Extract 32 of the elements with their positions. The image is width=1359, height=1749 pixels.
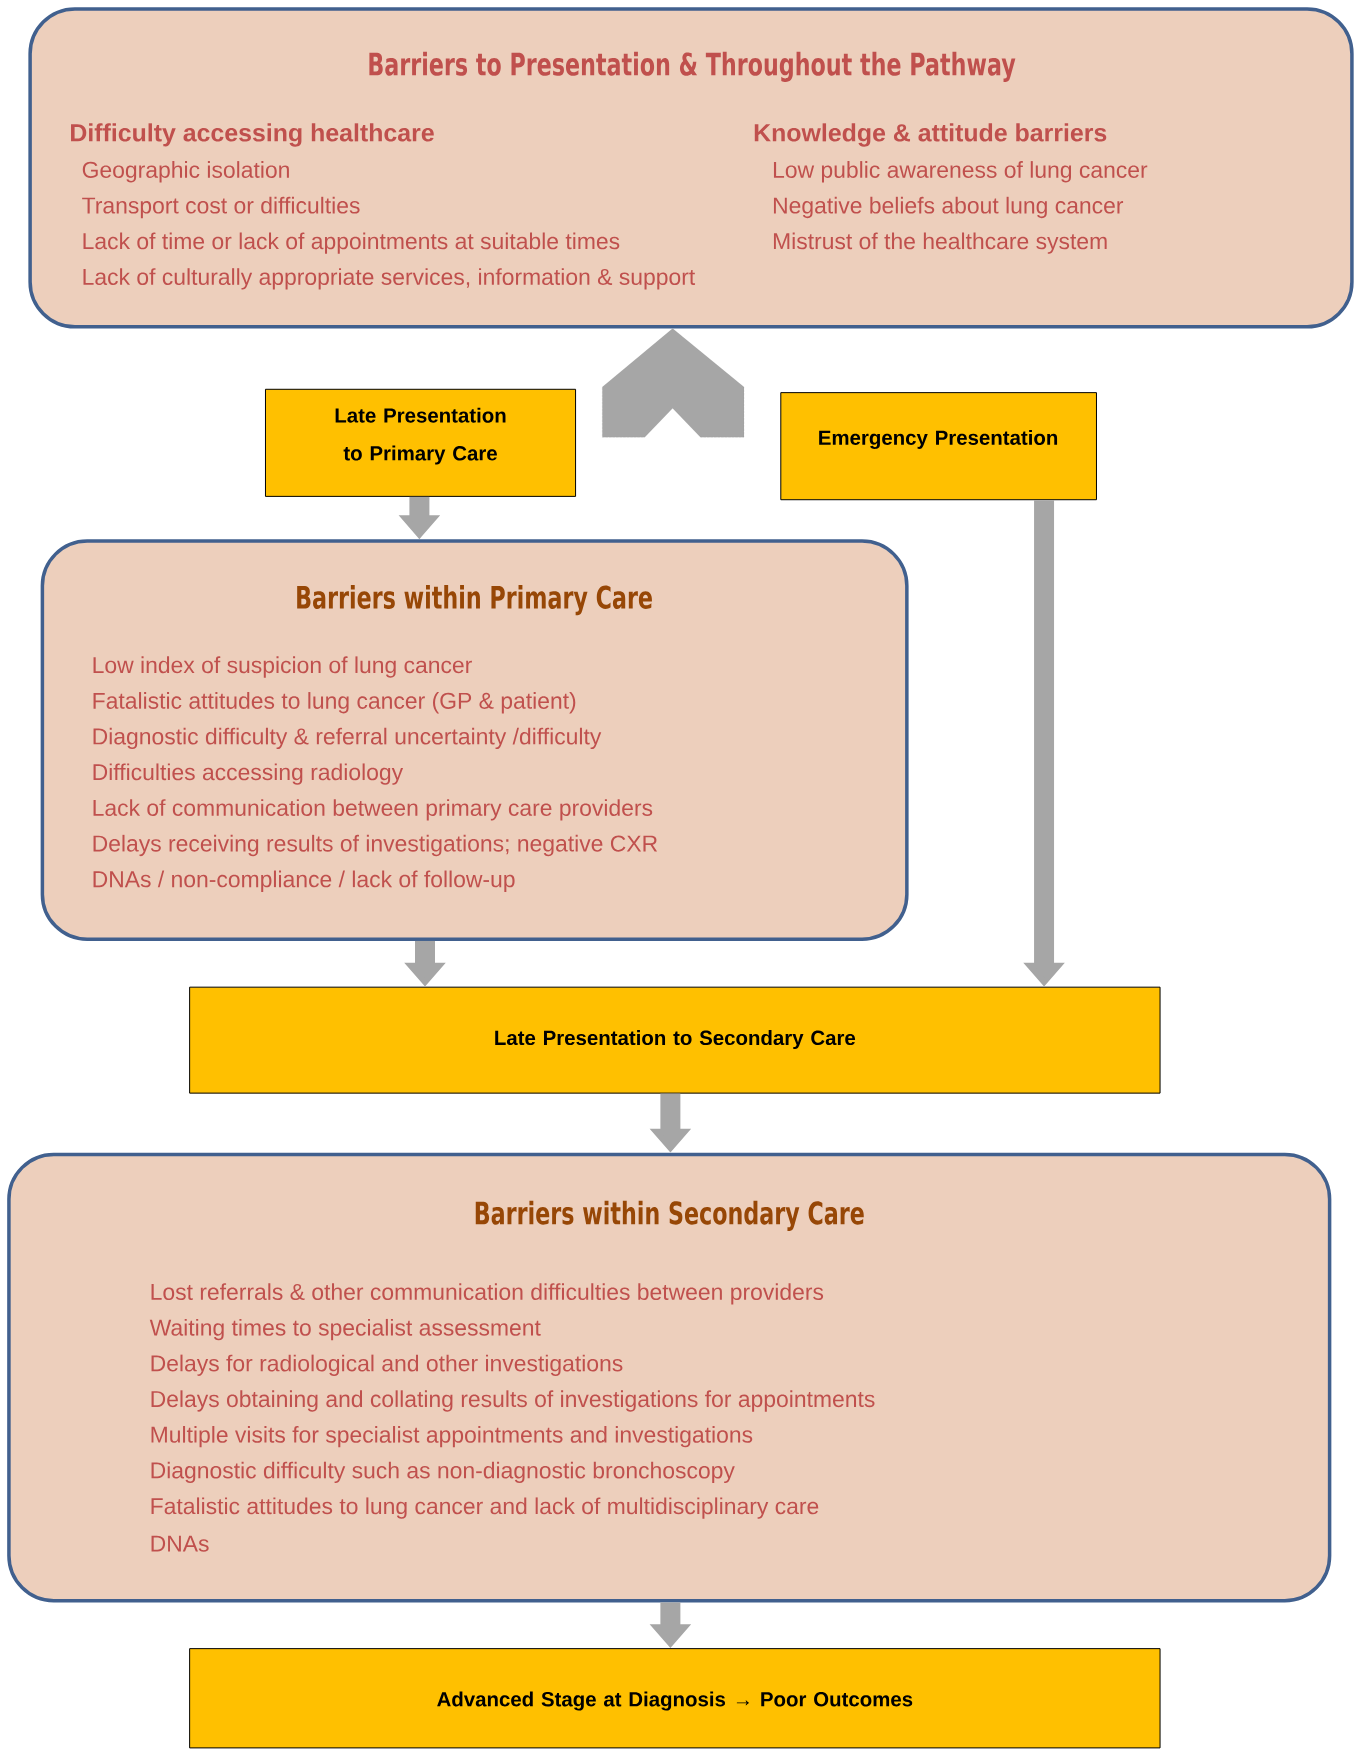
panel-title: Barriers to Presentation & Throughout the Pathway — [369, 51, 1016, 82]
list-item: Diagnostic difficulty & referral uncertainty /difficulty — [93, 727, 602, 750]
arrow — [602, 328, 745, 438]
list-item: DNAs / non-compliance / lack of follow-up — [93, 870, 515, 892]
list-item: Fatalistic attitudes to lung cancer and lack of multidisciplinary care — [151, 1497, 819, 1519]
panel-title: Barriers within Secondary Care — [475, 1200, 864, 1231]
list-item: Lack of culturally appropriate services, information & support — [83, 268, 696, 290]
list-item: Diagnostic difficulty such as non-diagnostic bronchoscopy — [151, 1461, 736, 1484]
list-item: Low public awareness of lung cancer — [774, 161, 1148, 183]
list-item: Negative beliefs about lung cancer — [774, 196, 1124, 219]
list-item: Mistrust of the healthcare system — [774, 232, 1107, 254]
list-item: Fatalistic attitudes to lung cancer (GP & patient) — [93, 692, 576, 714]
list-item: Geographic isolation — [83, 161, 290, 183]
box-label: Late Presentation to Primary Care — [335, 407, 506, 465]
list-item: Waiting times to specialist assessment — [149, 1318, 541, 1341]
list-item: Delays obtaining and collating results of investigations for appointments — [151, 1390, 875, 1412]
list-item: Difficulties accessing radiology — [93, 763, 404, 785]
heading: Difficulty accessing healthcare — [71, 123, 434, 147]
heading: Knowledge & attitude barriers — [755, 123, 1107, 147]
box-label: Late Presentation to Secondary Care — [495, 1030, 856, 1050]
list-item: Lost referrals & other communication difficulties between providers — [151, 1283, 824, 1305]
list-item: Low index of suspicion of lung cancer — [93, 656, 473, 678]
panel-title: Barriers within Primary Care — [297, 585, 653, 616]
list-item: DNAs — [151, 1535, 209, 1552]
list-item: Multiple visits for specialist appointments and investigations — [151, 1426, 753, 1448]
box-label: Advanced Stage at Diagnosis → Poor Outcomes — [437, 1691, 913, 1711]
list-item: Lack of time or lack of appointments at suitable times — [83, 232, 620, 254]
list-item: Delays receiving results of investigations; negative CXR — [93, 834, 658, 857]
list-item: Delays for radiological and other investigations — [151, 1354, 623, 1376]
box-label: Emergency Presentation — [819, 429, 1058, 450]
list-item: Lack of communication between primary care providers — [93, 799, 653, 821]
list-item: Transport cost or difficulties — [82, 196, 360, 219]
